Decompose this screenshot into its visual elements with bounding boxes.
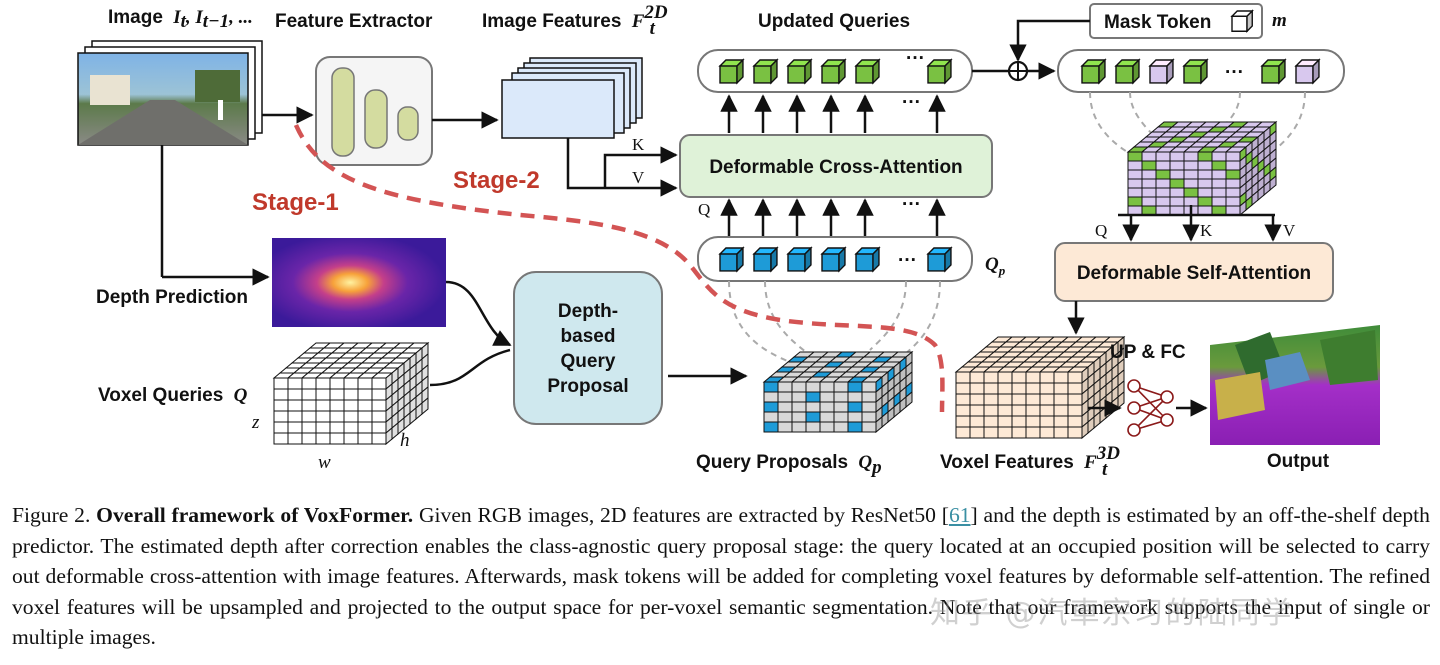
- query-proposals-label: Query Proposals Qp: [696, 452, 882, 478]
- mask-token-cube: [1230, 9, 1254, 33]
- mask-token-label: Mask Token: [1104, 12, 1211, 33]
- completed-voxel-grid: [1126, 120, 1278, 217]
- dim-h-label: h: [400, 430, 410, 451]
- voxel-queries-grid: [272, 341, 430, 446]
- image-features-stack: [501, 57, 643, 139]
- output-segmentation-image: [1210, 325, 1380, 445]
- combined-query-cube: [1080, 58, 1107, 85]
- query-proposal-cube: [854, 246, 881, 273]
- query-proposal-cube: [752, 246, 779, 273]
- updated-queries-label: Updated Queries: [758, 11, 910, 32]
- stage-2-label: Stage-2: [453, 167, 540, 194]
- query-proposals-grid: [762, 350, 914, 434]
- stage-1-label: Stage-1: [252, 189, 339, 216]
- qp-row-label: Qp: [985, 254, 1006, 278]
- deformable-self-attention-box: [1054, 242, 1334, 302]
- deformable-cross-attention-label: Deformable Cross-Attention: [709, 157, 962, 178]
- proposal-line-1: Depth-: [558, 301, 618, 322]
- up-arrows-ellipsis: ···: [902, 92, 921, 113]
- citation-link[interactable]: 61: [948, 503, 971, 527]
- combined-query-cube: [1148, 58, 1175, 85]
- combined-query-cube: [1260, 58, 1287, 85]
- fc-network-icon: [1127, 379, 1174, 437]
- updated-query-cube: [718, 58, 745, 85]
- proposal-line-3: Query: [561, 351, 616, 372]
- query-proposal-cells: [762, 350, 914, 434]
- up-fc-label: UP & FC: [1110, 342, 1186, 363]
- k-label-cross: K: [632, 135, 645, 154]
- depth-prediction-label: Depth Prediction: [96, 287, 248, 308]
- depth-map-image: [272, 238, 446, 327]
- proposal-line-2: based: [561, 326, 616, 347]
- image-label: Image It, It−1, ...: [108, 7, 253, 32]
- deformable-self-attention-label: Deformable Self-Attention: [1077, 263, 1311, 284]
- cross-to-updated-arrows: [720, 94, 946, 133]
- updated-query-cube: [786, 58, 813, 85]
- watermark: 知乎 @汽車宗习的陆同学: [930, 596, 1294, 631]
- framework-diagram: Image It, It−1, ... Feature Extractor Im…: [77, 2, 1380, 480]
- caption-text-2: and the depth is estimated by an off-the…: [12, 503, 1430, 649]
- caption-title: Overall framework of VoxFormer.: [96, 503, 414, 527]
- updated-query-cube: [854, 58, 881, 85]
- feature-extractor-label: Feature Extractor: [275, 11, 433, 32]
- combined-ellipsis: ···: [1225, 62, 1244, 83]
- q-label-cross: Q: [698, 200, 710, 219]
- stage-divider-line: [293, 124, 945, 413]
- updated-query-cube: [752, 58, 779, 85]
- voxel-queries-label: Voxel Queries Q: [98, 385, 248, 406]
- extractor-bar-1: [331, 67, 355, 157]
- completed-voxel-cells: [1126, 120, 1278, 217]
- combined-query-cube: [1294, 58, 1321, 85]
- depth-based-query-proposal-box: [513, 271, 663, 425]
- combined-query-cube: [1114, 58, 1141, 85]
- output-label: Output: [1267, 451, 1330, 472]
- v-label-cross: V: [632, 168, 645, 187]
- q-arrows-ellipsis: ···: [902, 194, 921, 215]
- v-label-self: V: [1283, 221, 1296, 240]
- mask-token-math: m: [1272, 10, 1287, 31]
- proposal-dashed-links: [728, 280, 941, 363]
- dim-z-label: z: [251, 412, 260, 433]
- voxel-query-cells: [272, 341, 430, 446]
- voxel-feature-cells: [954, 335, 1126, 440]
- caption-prefix: Figure 2.: [12, 503, 97, 527]
- extractor-bar-3: [397, 106, 419, 141]
- query-proposal-cube: [786, 246, 813, 273]
- citation-open: [: [941, 503, 949, 527]
- updated-query-cube: [926, 58, 953, 85]
- voxel-features-grid: [954, 335, 1126, 440]
- proposal-to-cross-arrows: [720, 198, 946, 236]
- caption-text-1: Given RGB images, 2D features are extrac…: [413, 503, 942, 527]
- query-proposal-cube: [926, 246, 953, 273]
- updated-queries-ellipsis: ···: [906, 48, 925, 69]
- citation-close: ]: [970, 503, 978, 527]
- combined-query-cubes: [1080, 58, 1321, 85]
- q-label-self: Q: [1095, 221, 1107, 240]
- qp-row-ellipsis: ···: [898, 250, 917, 271]
- k-label-self: K: [1200, 221, 1213, 240]
- dim-w-label: w: [318, 452, 331, 473]
- query-proposal-cube: [820, 246, 847, 273]
- deformable-cross-attention-box: [679, 134, 993, 198]
- input-images: [77, 40, 263, 146]
- proposal-line-4: Proposal: [547, 376, 628, 397]
- combined-query-cube: [1182, 58, 1209, 85]
- extractor-bar-2: [364, 89, 388, 149]
- figure-caption: Figure 2. Overall framework of VoxFormer…: [12, 500, 1430, 653]
- mask-cube: [1230, 9, 1254, 33]
- updated-query-cubes: [718, 58, 953, 85]
- query-proposal-cubes: [718, 246, 953, 273]
- query-proposal-cube: [718, 246, 745, 273]
- updated-query-cube: [820, 58, 847, 85]
